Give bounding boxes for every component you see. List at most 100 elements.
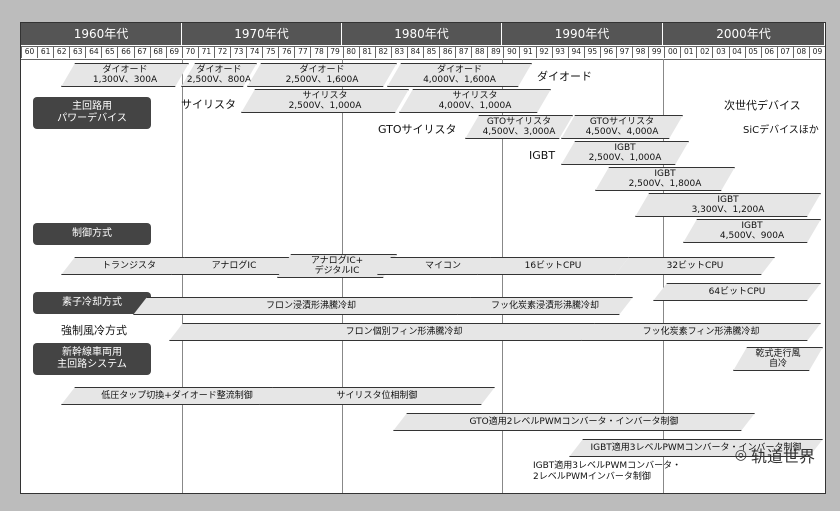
decade-divider: [182, 59, 183, 493]
year-tick: 00: [664, 46, 680, 58]
band-thyristor-2500v-1000a: サイリスタ 2,500V、1,000A: [241, 89, 409, 113]
year-tick: 66: [117, 46, 133, 58]
year-tick: 06: [760, 46, 777, 58]
label-diode: ダイオード: [537, 70, 592, 83]
year-tick: 08: [792, 46, 809, 58]
year-tick: 90: [503, 46, 519, 58]
band-igbt-4500v-900a: IGBT 4,500V、900A: [683, 219, 821, 243]
band-diode-2500v-1600a: ダイオード 2,500V、1,600A: [247, 63, 397, 87]
year-tick: 93: [551, 46, 568, 58]
decade-1990s: 1990年代: [502, 23, 663, 45]
year-tick: 78: [310, 46, 326, 58]
category-main-circuit-power-device: 主回路用 パワーデバイス: [33, 97, 151, 129]
band-cooling-fluorocarbon-fin: フッ化炭素フィン形沸騰冷却: [581, 323, 821, 341]
year-tick: 88: [471, 46, 487, 58]
year-tick: 97: [615, 46, 632, 58]
band-diode-1300v-300a: ダイオード 1,300V、300A: [61, 63, 189, 87]
year-tick: 98: [632, 46, 648, 58]
band-system-low-voltage-tap-diode: 低圧タップ切換+ダイオード整流制御: [61, 387, 293, 405]
label-igbt-3level-combo: IGBT適用3レベルPWMコンバータ・ 2レベルPWMインバータ制御: [533, 461, 682, 482]
year-tick: 61: [37, 46, 53, 58]
year-tick: 62: [53, 46, 69, 58]
band-gto-4500v-4000a: GTOサイリスタ 4,500V、4,000A: [561, 115, 683, 139]
label-sic-device: SiCデバイスほか: [743, 125, 819, 136]
year-tick: 72: [213, 46, 230, 58]
watermark-text: 轨道世界: [750, 447, 815, 466]
year-tick: 64: [85, 46, 101, 58]
year-tick: 92: [535, 46, 552, 58]
band-cooling-fluorocarbon-immersion: フッ化炭素浸漬形沸騰冷却: [457, 297, 633, 315]
band-gto-4500v-3000a: GTOサイリスタ 4,500V、3,000A: [465, 115, 573, 139]
decade-divider: [502, 59, 503, 493]
band-igbt-3300v-1200a: IGBT 3,300V、1,200A: [635, 193, 821, 217]
band-thyristor-4000v-1000a: サイリスタ 4,000V、1,000A: [399, 89, 551, 113]
wechat-icon: ◎: [734, 447, 747, 463]
year-tick: 81: [358, 46, 375, 58]
year-tick: 60: [21, 46, 37, 58]
label-forced-air-cooling: 強制風冷方式: [61, 324, 127, 337]
year-tick: 07: [776, 46, 793, 58]
band-system-thyristor-phase-control: サイリスタ位相制御: [259, 387, 495, 405]
year-tick: 05: [744, 46, 761, 58]
band-system-igbt-3level-pwm: IGBT適用3レベルPWMコンバータ・インバータ制御: [569, 439, 823, 457]
band-igbt-2500v-1000a: IGBT 2,500V、1,000A: [561, 141, 689, 165]
category-shinkansen-main-circuit-system: 新幹線車両用 主回路システム: [33, 343, 151, 375]
decade-2000s: 2000年代: [663, 23, 825, 45]
decade-1970s: 1970年代: [182, 23, 342, 45]
band-cooling-dry-air-self-cooling: 乾式走行風 自冷: [733, 347, 823, 371]
band-igbt-2500v-1800a: IGBT 2,500V、1,800A: [595, 167, 735, 191]
year-tick: 75: [262, 46, 278, 58]
band-cooling-freon-individual-fin: フロン個別フィン形沸騰冷却: [169, 323, 639, 341]
year-tick: 67: [133, 46, 150, 58]
year-tick: 65: [101, 46, 117, 58]
year-tick: 96: [599, 46, 616, 58]
year-tick: 83: [390, 46, 407, 58]
year-tick: 69: [165, 46, 182, 58]
label-gto-thyristor: GTOサイリスタ: [378, 123, 457, 136]
year-tick: 87: [455, 46, 471, 58]
label-thyristor: サイリスタ: [181, 98, 236, 111]
band-control-64bit-cpu: 64ビットCPU: [653, 283, 821, 301]
year-tick: 63: [69, 46, 85, 58]
band-control-32bit-cpu: 32ビットCPU: [615, 257, 775, 275]
year-tick: 74: [246, 46, 262, 58]
year-tick: 70: [181, 46, 198, 58]
watermark: ◎ 轨道世界: [735, 443, 815, 467]
year-tick: 80: [342, 46, 359, 58]
year-tick: 79: [326, 46, 343, 58]
category-control-method: 制御方式: [33, 223, 151, 245]
year-tick: 71: [197, 46, 214, 58]
decade-1960s: 1960年代: [21, 23, 182, 45]
band-diode-2500v-800a: ダイオード 2,500V、800A: [181, 63, 257, 87]
year-tick: 95: [583, 46, 600, 58]
year-tick: 94: [567, 46, 584, 58]
year-tick: 09: [808, 46, 825, 58]
band-control-transistor: トランジスタ: [61, 257, 197, 275]
label-next-gen-device: 次世代デバイス: [724, 99, 801, 112]
year-tick: 85: [423, 46, 439, 58]
decade-1980s: 1980年代: [342, 23, 502, 45]
band-diode-4000v-1600a: ダイオード 4,000V、1,600A: [387, 63, 532, 87]
band-control-analog-ic: アナログIC: [171, 257, 297, 275]
year-tick: 91: [519, 46, 535, 58]
band-control-16bit-cpu: 16ビットCPU: [477, 257, 629, 275]
year-tick: 03: [712, 46, 728, 58]
category-element-cooling: 素子冷却方式: [33, 292, 151, 314]
year-tick: 73: [230, 46, 246, 58]
year-tick: 99: [648, 46, 664, 58]
decade-divider: [663, 59, 664, 493]
year-tick: 89: [487, 46, 503, 58]
year-tick: 04: [728, 46, 745, 58]
year-tick: 01: [680, 46, 696, 58]
year-tick: 76: [278, 46, 294, 58]
year-tick: 86: [439, 46, 455, 58]
timeline-diagram: 1960年代 1970年代 1980年代 1990年代 2000年代 主回路用 …: [20, 22, 826, 494]
band-system-gto-2level-pwm: GTO適用2レベルPWMコンバータ・インバータ制御: [393, 413, 755, 431]
year-tick: 82: [374, 46, 391, 58]
year-tick: 84: [406, 46, 423, 58]
year-tick: 77: [294, 46, 310, 58]
label-igbt: IGBT: [529, 149, 556, 162]
year-tick: 68: [149, 46, 166, 58]
year-tick: 02: [696, 46, 712, 58]
